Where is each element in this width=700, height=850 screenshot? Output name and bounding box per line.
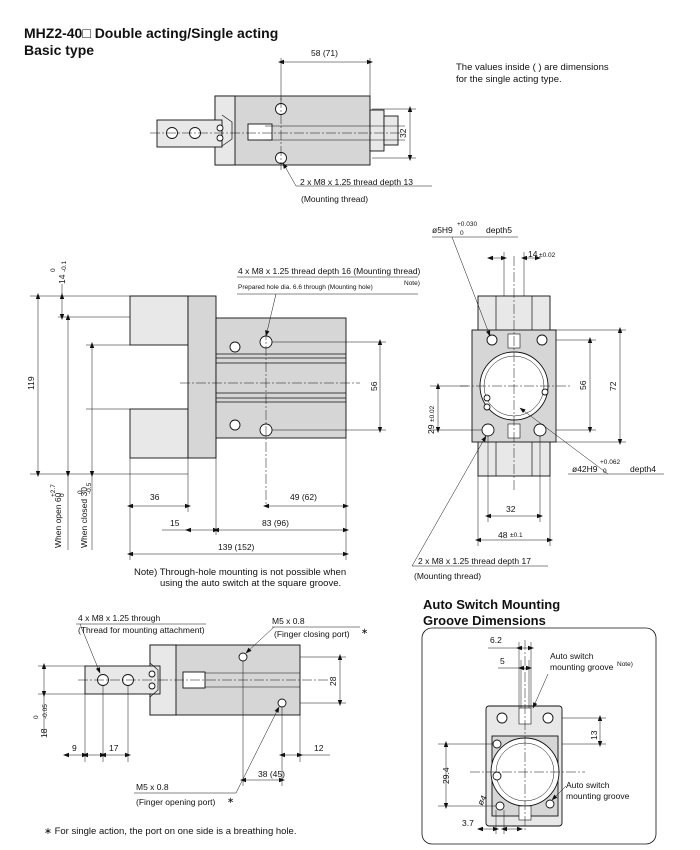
bottom-dim-38: 38 (45) [258,769,285,779]
front-dim-36: 36 [150,492,160,502]
side-thread-hole [481,423,495,437]
auto-switch-detail-frame [421,627,657,845]
bottom-through-label: 4 x M8 x 1.25 through [78,613,160,623]
side-dim-29: 29 [426,424,436,434]
side-dim-48-tol: ±0.1 [510,532,523,539]
groove-dim-phi4: ø4 [475,793,489,807]
side-dim-14: 14 [528,249,538,259]
m5-opening-label: M5 x 0.8 [136,782,169,792]
groove-note-line1: Auto switch [550,651,594,661]
single-acting-note-line2: for the single acting type. [456,74,562,85]
product-title: MHZ2-40□ Double acting/Single acting [24,25,278,41]
bottom-view: 28 18 0 -0.05 9 17 12 38 (45) 4 x M8 x 1… [33,613,368,807]
front-dim-14: 14 [57,274,67,284]
groove-dim-29-4: 29.4 [441,767,451,784]
side-dowel-top [486,334,498,346]
side-thread-sub: (Mounting thread) [414,571,481,581]
through-hole-note-line2: using the auto switch at the square groo… [160,578,341,589]
bottom-through-sub: (Thread for mounting attachment) [78,625,205,635]
bore-5-tol-lower: 0 [460,230,464,237]
front-view: 119 14 0 -0.1 When open 60 +2.7 0 When c… [26,260,421,560]
bore-5-tol-upper: +0.030 [457,221,477,228]
bottom-dim-18-tol-lower: -0.05 [42,704,49,719]
front-dim-14-tol-lower: -0.1 [61,260,68,272]
bottom-dim-28: 28 [328,676,338,686]
front-hole-note: Note) [404,280,420,287]
bottom-dim-18: 18 [39,728,49,738]
front-hole-label: Prepared hole dia. 6.6 through (Mounting… [238,284,373,291]
bottom-dim-17: 17 [109,743,119,753]
groove-dim-3-7: 3.7 [462,818,474,828]
side-thread-label: 2 x M8 x 1.25 thread depth 17 [418,556,531,566]
bore-42-tol-upper: +0.062 [600,459,620,466]
finger-opening-port [277,698,287,708]
bottom-dim-9: 9 [72,743,77,753]
groove-dim-5: 5 [500,656,505,666]
when-open-tol-upper: +2.7 [50,484,57,497]
bore-42-label: ø42H9 [572,464,598,474]
when-closed-tol-lower: -0.5 [86,482,93,494]
bore-42-tol-lower: 0 [603,468,607,475]
front-dim-56: 56 [369,381,379,391]
m5-closing-label: M5 x 0.8 [272,616,305,626]
groove-dim-13: 13 [589,730,599,740]
single-acting-note-line1: The values inside ( ) are dimensions [456,62,609,73]
m5-opening-sub: (Finger opening port) [136,797,216,807]
front-dim-119: 119 [26,376,36,390]
groove-note-line2: mounting groove [550,662,614,672]
front-dim-49: 49 (62) [290,492,317,502]
m5-closing-asterisk: ∗ [361,626,368,636]
groove-dim-6-2: 6.2 [490,635,502,645]
front-dim-83: 83 (96) [262,518,289,528]
front-dim-14-tol-upper: 0 [50,268,57,272]
groove2-label-line1: Auto switch [566,780,610,790]
auto-switch-view: 6.2 5 Auto switch mounting groove Note) … [438,635,633,834]
side-dim-72: 72 [608,381,618,391]
bore-42-depth: depth4 [630,464,656,474]
m5-opening-asterisk: ∗ [227,795,234,805]
front-thread-label: 4 x M8 x 1.25 thread depth 16 (Mounting … [238,266,421,276]
top-view-dim-height: 32 [398,128,408,138]
m5-closing-sub: (Finger closing port) [274,629,350,639]
finger-closing-port [238,652,248,662]
bore-5-depth: depth5 [486,225,512,235]
top-view-thread-label: 2 x M8 x 1.25 thread depth 13 [300,177,413,187]
top-view-dim-width: 58 (71) [311,48,338,58]
top-view: 58 (71) 32 2 x M8 x 1.25 thread depth 13… [150,48,432,204]
auto-switch-title-line1: Auto Switch Mounting [423,597,560,612]
when-closed-label: When closed 30 [79,487,89,548]
single-action-footnote: ∗ For single action, the port on one sid… [44,826,296,837]
top-view-thread-sub: (Mounting thread) [301,194,368,204]
side-dim-29-tol: ±0.02 [429,405,436,422]
auto-switch-title-line2: Groove Dimensions [423,613,546,628]
groove2-label-line2: mounting groove [566,791,630,801]
bottom-dim-18-tol-upper: 0 [33,715,40,719]
through-hole-note-line1: Note) Through-hole mounting is not possi… [134,567,346,578]
product-subtitle: Basic type [24,42,94,58]
side-dim-14-tol: ±0.02 [539,252,556,259]
side-view: 14 ±0.02 56 72 29 ±0.02 32 48 ±0.1 ø5H9 … [411,221,664,581]
front-dim-15: 15 [170,518,180,528]
when-open-tol-lower: 0 [59,493,66,497]
bottom-dim-12: 12 [314,743,324,753]
when-closed-tol-upper: 0 [77,490,84,494]
groove-note-sup: Note) [617,661,633,668]
side-dim-56: 56 [578,380,588,390]
side-dim-48: 48 [498,530,508,540]
front-dim-139: 139 (152) [218,542,255,552]
when-open-label: When open 60 [53,492,63,548]
bore-5-label: ø5H9 [432,225,453,235]
side-dim-32: 32 [506,504,516,514]
